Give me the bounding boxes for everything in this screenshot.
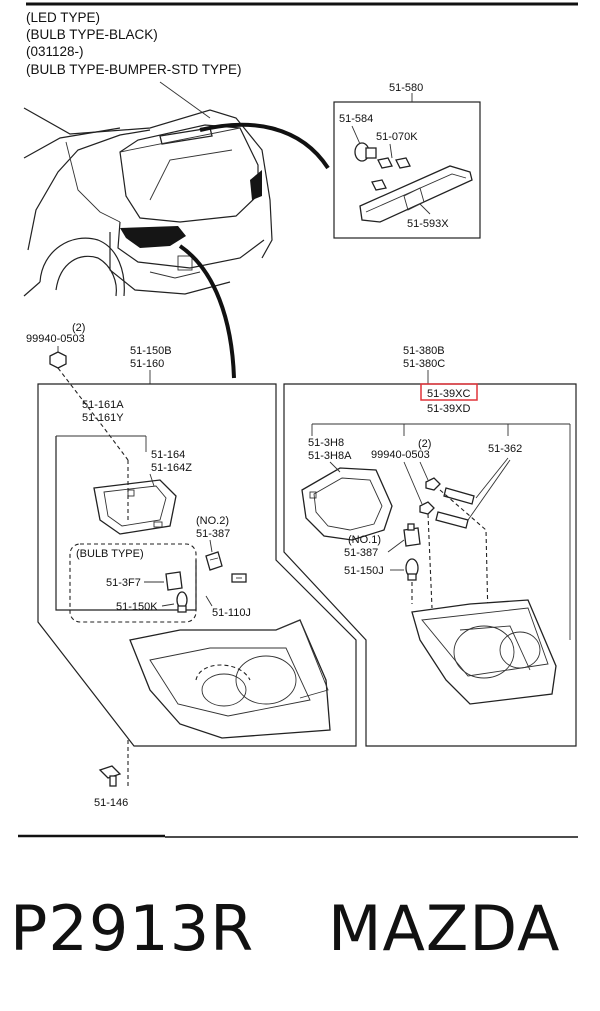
label-51-387-left: 51-387 (196, 528, 230, 540)
label-51-3f7: 51-3F7 (106, 577, 141, 589)
right-lamp-detail: 51-380B 51-380C 51-39XC 51-39XD 51-3H8 5… (283, 345, 577, 747)
label-51-580: 51-580 (389, 82, 423, 94)
left-lamp-detail: (2) 99940-0503 51-150B 51-160 51-161A 51… (26, 322, 357, 809)
bracket-icon (435, 487, 475, 529)
label-51-161a: 51-161A (82, 399, 124, 411)
screw-icon (98, 765, 122, 787)
header-line-2: (BULB TYPE-BLACK) (26, 27, 158, 42)
label-bulb-type: (BULB TYPE) (76, 548, 144, 560)
nut-icon (419, 477, 441, 515)
label-51-164: 51-164 (151, 449, 185, 461)
label-51-164z: 51-164Z (151, 462, 192, 474)
label-51-150b: 51-150B (130, 345, 172, 357)
gasket-right-icon (301, 467, 393, 541)
label-99940-right: 99940-0503 (371, 449, 430, 461)
label-51-161y: 51-161Y (82, 412, 124, 424)
label-51-146: 51-146 (94, 797, 128, 809)
label-51-593x: 51-593X (407, 218, 449, 230)
label-99940-right-qty: (2) (418, 438, 431, 450)
label-51-3h8a: 51-3H8A (308, 450, 352, 462)
label-51-110j: 51-110J (212, 607, 251, 619)
label-51-380b: 51-380B (403, 345, 445, 357)
label-no2: (NO.2) (196, 515, 229, 527)
header-line-1: (LED TYPE) (26, 10, 100, 25)
label-99940-left-qty: (2) (72, 322, 85, 334)
socket-icon (205, 551, 223, 571)
label-51-380c: 51-380C (403, 358, 445, 370)
brand-name: MAZDA (328, 892, 560, 965)
clip-icon (371, 157, 411, 191)
gasket-icon (93, 479, 177, 535)
label-51-150j: 51-150J (344, 565, 384, 577)
wedge-bulb-right-icon (405, 558, 419, 581)
part-code: P2913R (10, 892, 254, 965)
label-51-160: 51-160 (130, 358, 164, 370)
label-51-070k: 51-070K (376, 131, 418, 143)
label-51-39xc: 51-39XC (427, 388, 470, 400)
bolt-icon (49, 351, 67, 369)
high-mount-lamp-detail: 51-580 51-584 51-070K 51-593X (333, 82, 481, 239)
bulb-icon (354, 142, 377, 162)
label-99940-left: 99940-0503 (26, 333, 85, 345)
label-51-387-right: 51-387 (344, 547, 378, 559)
header-notes: (LED TYPE) (BULB TYPE-BLACK) (031128-) (… (26, 10, 242, 77)
header-line-4: (BULB TYPE-BUMPER-STD TYPE) (26, 62, 242, 77)
small-bulb-icon (231, 573, 247, 583)
label-51-150k: 51-150K (116, 601, 158, 613)
highlight-box-51-39xc (420, 383, 478, 401)
tail-lamp-right-icon (411, 599, 557, 705)
tail-lamp-left-icon (129, 619, 331, 739)
label-no1: (NO.1) (348, 534, 381, 546)
label-51-362: 51-362 (488, 443, 522, 455)
label-51-39xd: 51-39XD (427, 403, 470, 415)
wedge-bulb-icon (176, 591, 188, 613)
car-illustration (23, 81, 330, 379)
label-51-3h8: 51-3H8 (308, 437, 344, 449)
label-51-584: 51-584 (339, 113, 373, 125)
socket-right-icon (403, 523, 421, 547)
led-module-icon (165, 571, 183, 591)
header-line-3: (031128-) (26, 44, 84, 59)
